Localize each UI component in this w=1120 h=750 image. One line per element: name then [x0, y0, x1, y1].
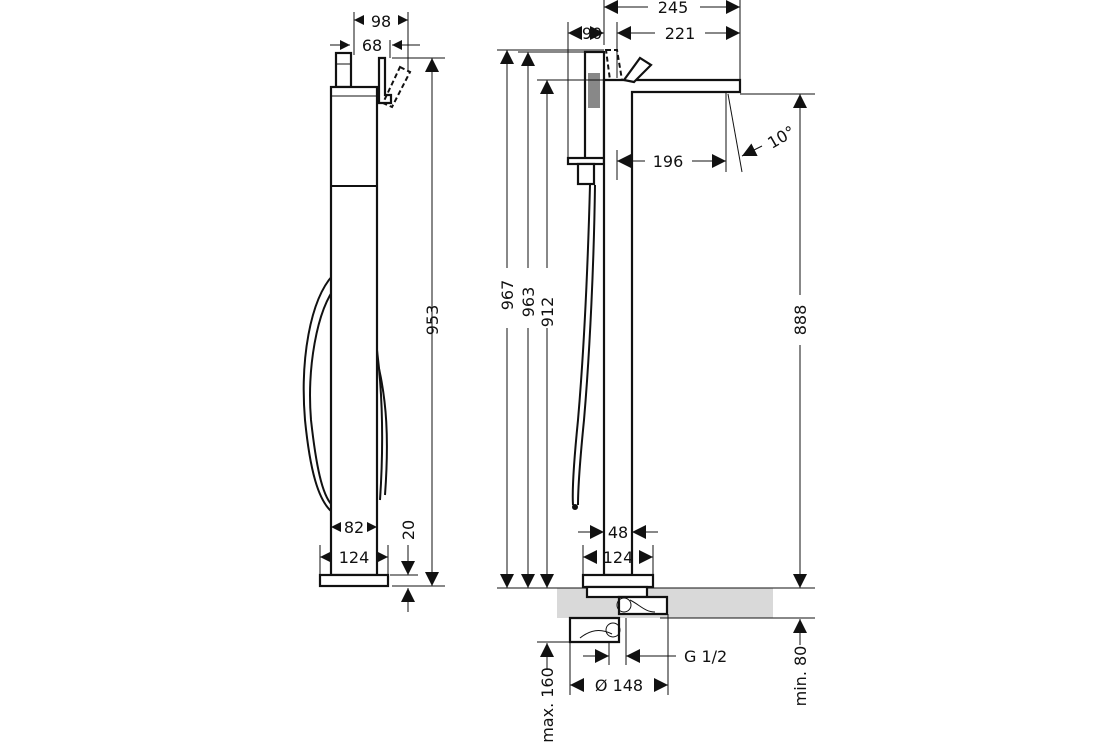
lever — [377, 56, 393, 105]
hose — [571, 184, 591, 506]
dim-min-80: min. 80 — [791, 646, 810, 707]
dim-196: 196 — [653, 152, 684, 171]
dim-48: 48 — [608, 523, 628, 542]
dim-912: 912 — [538, 297, 557, 328]
dim-diameter-148: Ø 148 — [595, 676, 643, 695]
dim-max-160: max. 160 — [538, 667, 557, 743]
dim-20: 20 — [399, 520, 418, 540]
dim-82: 82 — [344, 518, 364, 537]
dim-98: 98 — [371, 12, 391, 31]
base-plate — [318, 573, 390, 588]
lever-open-position — [604, 49, 624, 81]
lever — [622, 56, 653, 84]
dim-10deg: 10° — [764, 122, 798, 153]
column — [329, 85, 379, 577]
dim-221: 221 — [665, 24, 696, 43]
dim-953: 953 — [423, 305, 442, 336]
dim-g-half: G 1/2 — [684, 647, 727, 666]
base-plate — [581, 573, 655, 589]
front-view: 245 221 90 196 10° 967 963 912 88 — [497, 0, 815, 743]
connection-body-upper — [617, 595, 669, 616]
dim-245: 245 — [658, 0, 689, 17]
dim-963: 963 — [519, 287, 538, 318]
dim-124-front: 124 — [603, 548, 634, 567]
handshower-head — [334, 51, 353, 89]
lever-open-position — [381, 65, 412, 109]
dim-90: 90 — [582, 24, 602, 43]
dim-967: 967 — [498, 280, 517, 311]
side-view: 98 68 953 20 82 124 — [302, 12, 445, 612]
connection-body-lower — [568, 616, 621, 644]
dim-68: 68 — [362, 36, 382, 55]
dim-888: 888 — [791, 305, 810, 336]
dim-124-side: 124 — [339, 548, 370, 567]
hose — [302, 274, 334, 513]
